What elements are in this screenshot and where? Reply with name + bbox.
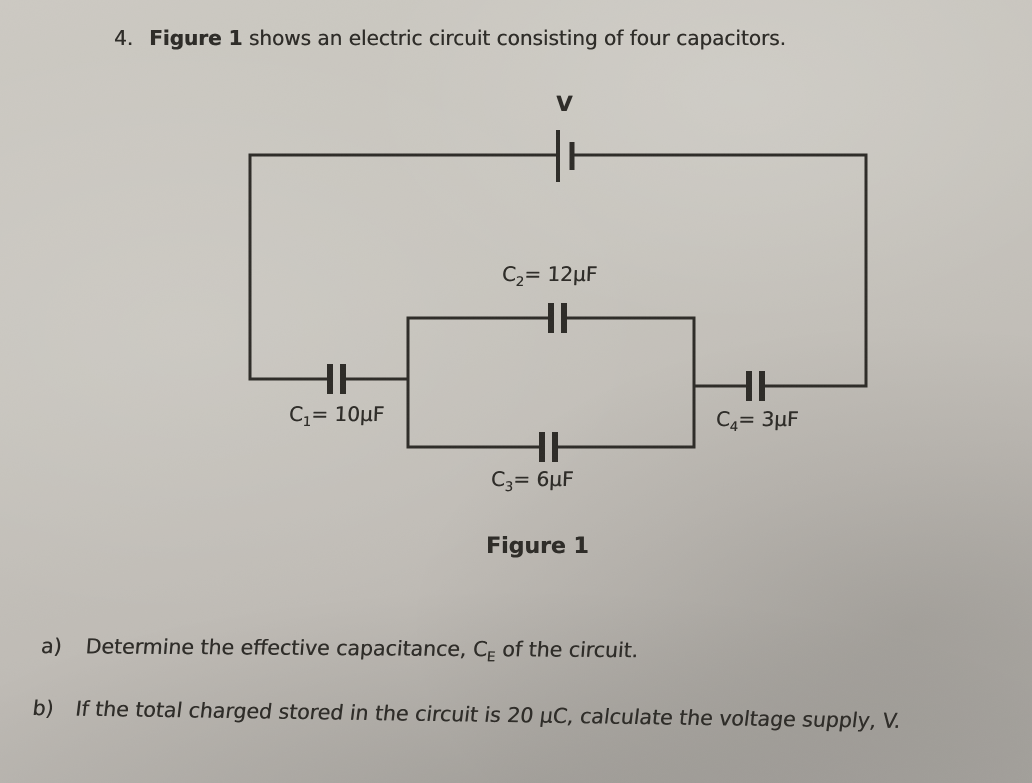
part-a-text-after: of the circuit. — [494, 637, 640, 663]
question-heading: 4. Figure 1 shows an electric circuit con… — [114, 26, 786, 50]
figure-caption: Figure 1 — [486, 534, 589, 559]
c2-value: = 12μF — [523, 262, 598, 286]
figure-reference: Figure 1 — [149, 26, 243, 50]
capacitor-c1-plates — [327, 364, 346, 394]
capacitor-c2-label: C2= 12μF — [501, 262, 598, 290]
capacitor-c4-plates — [746, 371, 765, 401]
capacitor-c1-label: C1= 10μF — [288, 402, 385, 430]
part-a-marker: a) — [40, 634, 63, 659]
capacitor-c2-plates — [548, 303, 567, 333]
c3-symbol: C — [490, 467, 506, 491]
c4-symbol: C — [715, 407, 731, 431]
c3-value: = 6μF — [512, 467, 574, 491]
c2-symbol: C — [501, 262, 517, 286]
voltage-supply-label: V — [555, 92, 573, 116]
capacitor-c3-plates — [539, 432, 558, 462]
c4-value: = 3μF — [737, 407, 799, 431]
question-number: 4. — [114, 26, 134, 50]
capacitor-c4-label: C4= 3μF — [715, 407, 799, 435]
part-a-text: Determine the effective capacitance, CE … — [84, 634, 640, 665]
c1-value: = 10μF — [310, 402, 385, 426]
question-part-a: a) Determine the effective capacitance, … — [40, 634, 640, 665]
capacitor-c3-label: C3= 6μF — [490, 467, 574, 495]
part-b-marker: b) — [31, 696, 55, 721]
heading-text: shows an electric circuit consisting of … — [242, 26, 786, 50]
battery-symbol — [556, 130, 575, 182]
part-a-text-before: Determine the effective capacitance, C — [84, 634, 489, 662]
c1-symbol: C — [288, 402, 304, 426]
